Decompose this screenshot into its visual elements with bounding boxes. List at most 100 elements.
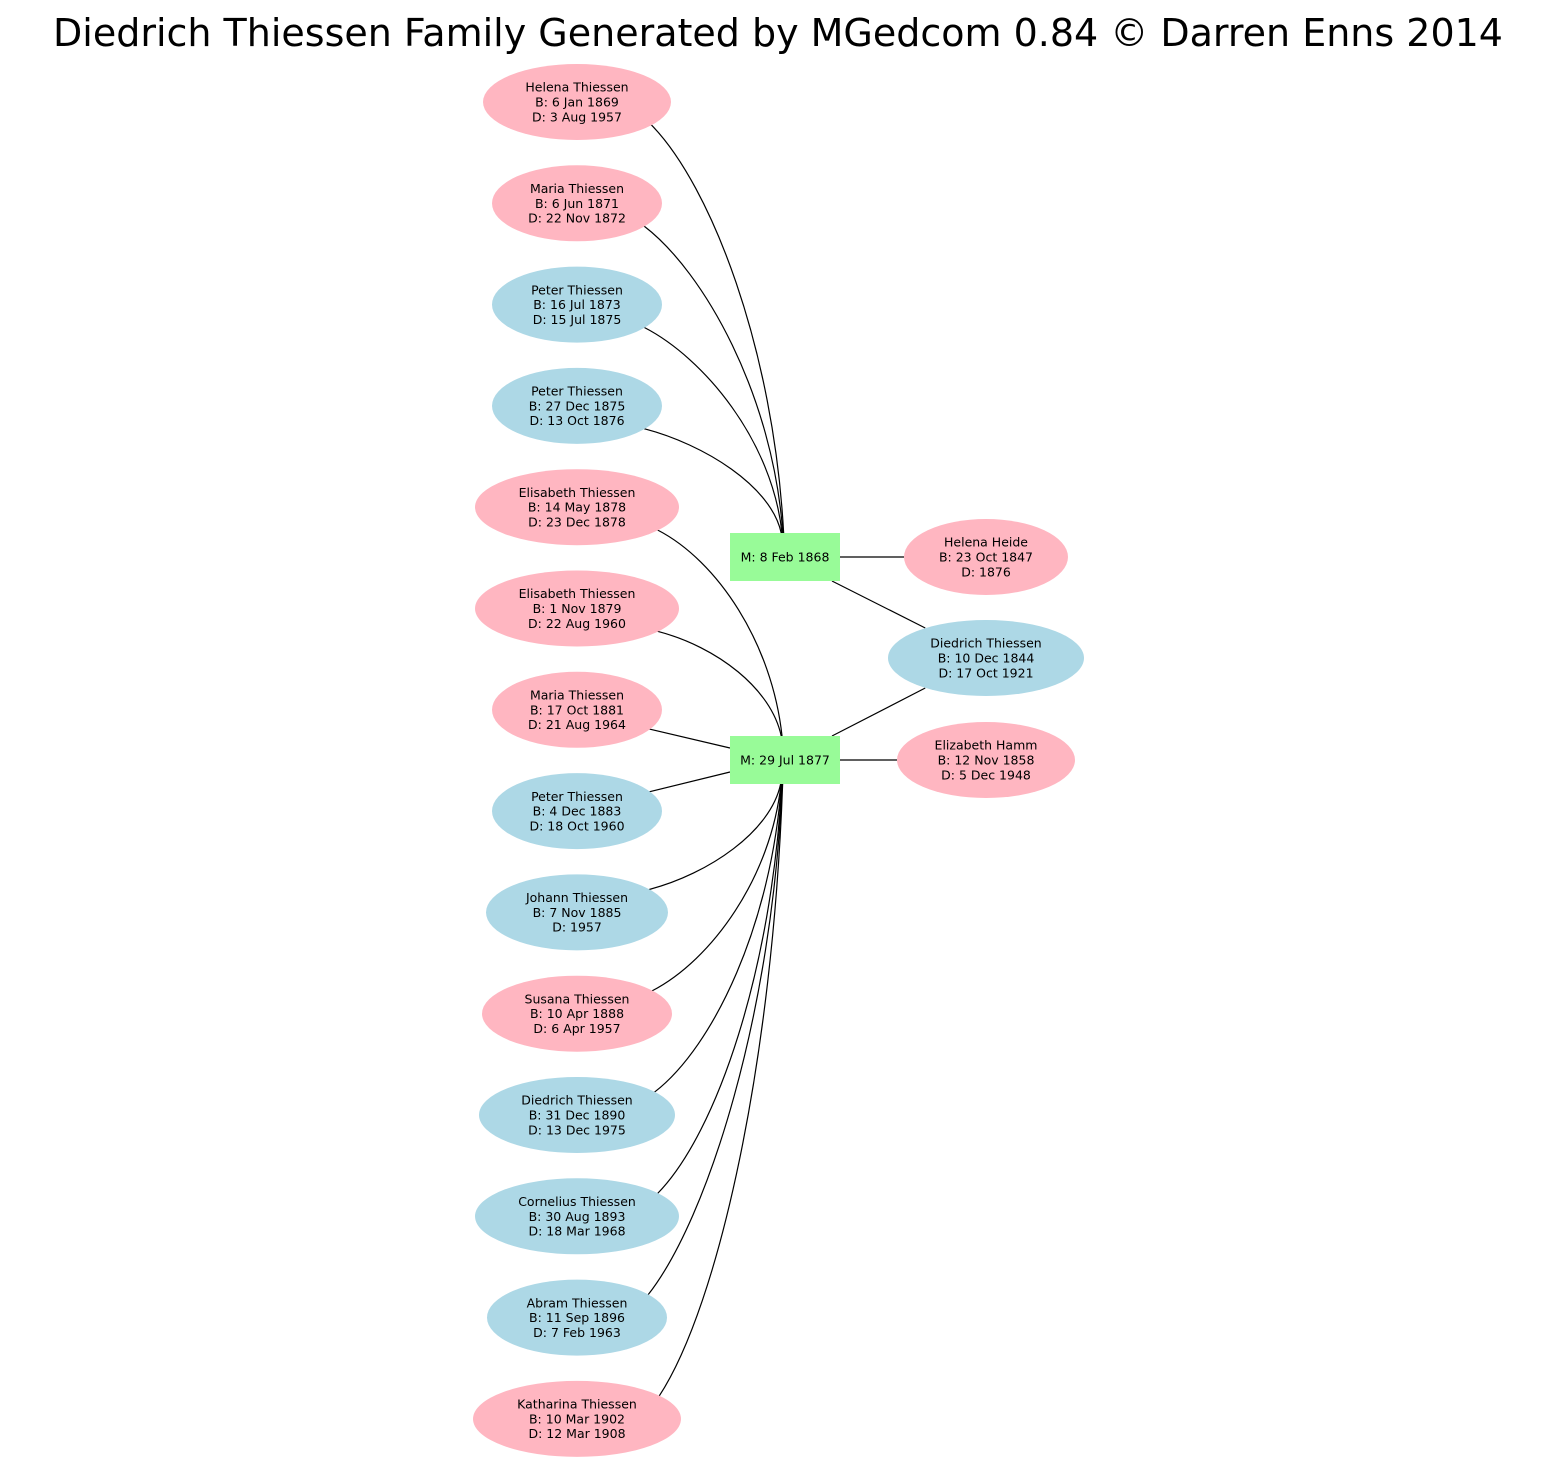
person-ellipse	[888, 620, 1084, 696]
person-ellipse	[483, 64, 671, 140]
child-name: Abram Thiessen	[527, 1295, 628, 1310]
person-ellipse	[482, 975, 672, 1052]
edges-layer	[643, 124, 926, 1397]
child-birth: B: 6 Jan 1869	[535, 95, 619, 110]
person-ellipse	[486, 874, 668, 951]
person-ellipse	[492, 367, 662, 444]
spouse-birth: B: 10 Dec 1844	[938, 651, 1035, 666]
marriage-label: M: 29 Jul 1877	[740, 753, 830, 768]
person-ellipse	[479, 1077, 675, 1153]
spouse-death: D: 5 Dec 1948	[941, 767, 1031, 782]
person-ellipse	[492, 266, 662, 343]
child-edge	[650, 124, 785, 534]
child-edge	[644, 727, 731, 749]
spouse-name: Helena Heide	[944, 535, 1028, 550]
child-edge	[657, 783, 783, 1194]
child-edge	[651, 783, 782, 992]
child-birth: B: 7 Nov 1885	[533, 905, 622, 920]
spouse-name: Diedrich Thiessen	[930, 636, 1041, 651]
person-ellipse	[473, 1380, 681, 1457]
person-ellipse	[492, 165, 662, 242]
spouse-birth: B: 12 Nov 1858	[938, 753, 1035, 768]
child-name: Elisabeth Thiessen	[519, 586, 636, 601]
child-birth: B: 30 Aug 1893	[529, 1209, 626, 1224]
person-ellipse	[487, 1279, 667, 1356]
child-edge	[648, 783, 782, 891]
marriage-box	[730, 736, 840, 784]
spouse-edge	[831, 580, 926, 629]
child-name: Katharina Thiessen	[517, 1397, 637, 1412]
child-death: D: 7 Feb 1963	[533, 1325, 621, 1340]
child-name: Helena Thiessen	[525, 80, 628, 95]
child-birth: B: 14 May 1878	[528, 500, 626, 515]
spouse-edge	[831, 687, 926, 737]
child-birth: B: 31 Dec 1890	[529, 1108, 626, 1123]
spouse-death: D: 17 Oct 1921	[938, 665, 1033, 680]
child-death: D: 3 Aug 1957	[532, 109, 622, 124]
child-birth: B: 4 Dec 1883	[533, 804, 622, 819]
child-death: D: 1957	[552, 920, 602, 935]
child-name: Diedrich Thiessen	[521, 1093, 632, 1108]
person-ellipse	[475, 1178, 679, 1255]
child-edge	[658, 783, 784, 1397]
child-name: Elisabeth Thiessen	[519, 485, 636, 500]
child-name: Peter Thiessen	[531, 384, 623, 399]
person-ellipse	[904, 519, 1068, 595]
child-edge	[643, 225, 784, 534]
child-death: D: 15 Jul 1875	[533, 312, 622, 327]
person-ellipse	[897, 722, 1075, 798]
child-edge	[643, 326, 783, 534]
spouse-birth: B: 23 Oct 1847	[939, 550, 1033, 565]
child-birth: B: 1 Nov 1879	[533, 601, 622, 616]
spouse-death: D: 1876	[961, 564, 1011, 579]
child-name: Susana Thiessen	[525, 991, 630, 1006]
child-birth: B: 17 Oct 1881	[530, 702, 624, 717]
person-ellipse	[492, 671, 662, 748]
child-name: Johann Thiessen	[525, 890, 628, 905]
child-birth: B: 6 Jun 1871	[535, 196, 619, 211]
child-death: D: 13 Dec 1975	[528, 1122, 626, 1137]
child-name: Maria Thiessen	[530, 688, 624, 703]
child-edge	[643, 428, 782, 534]
marriage-box	[730, 533, 840, 581]
spouse-name: Elizabeth Hamm	[935, 738, 1038, 753]
child-death: D: 22 Nov 1872	[528, 211, 626, 226]
marriage-node[interactable]: M: 8 Feb 1868	[730, 533, 840, 581]
child-death: D: 23 Dec 1878	[528, 515, 626, 530]
person-ellipse	[475, 469, 679, 546]
child-name: Cornelius Thiessen	[518, 1194, 636, 1209]
child-birth: B: 10 Mar 1902	[529, 1411, 625, 1426]
child-name: Peter Thiessen	[531, 789, 623, 804]
child-death: D: 13 Oct 1876	[529, 413, 624, 428]
child-edge	[654, 783, 783, 1093]
child-death: D: 18 Mar 1968	[528, 1224, 625, 1239]
child-edge	[644, 771, 731, 794]
child-name: Peter Thiessen	[531, 282, 623, 297]
child-edge	[657, 529, 783, 737]
child-death: D: 21 Aug 1964	[528, 717, 626, 732]
child-edge	[657, 630, 782, 737]
person-ellipse	[492, 773, 662, 850]
child-birth: B: 16 Jul 1873	[533, 297, 621, 312]
marriage-node[interactable]: M: 29 Jul 1877	[730, 736, 840, 784]
child-death: D: 12 Mar 1908	[528, 1426, 625, 1441]
